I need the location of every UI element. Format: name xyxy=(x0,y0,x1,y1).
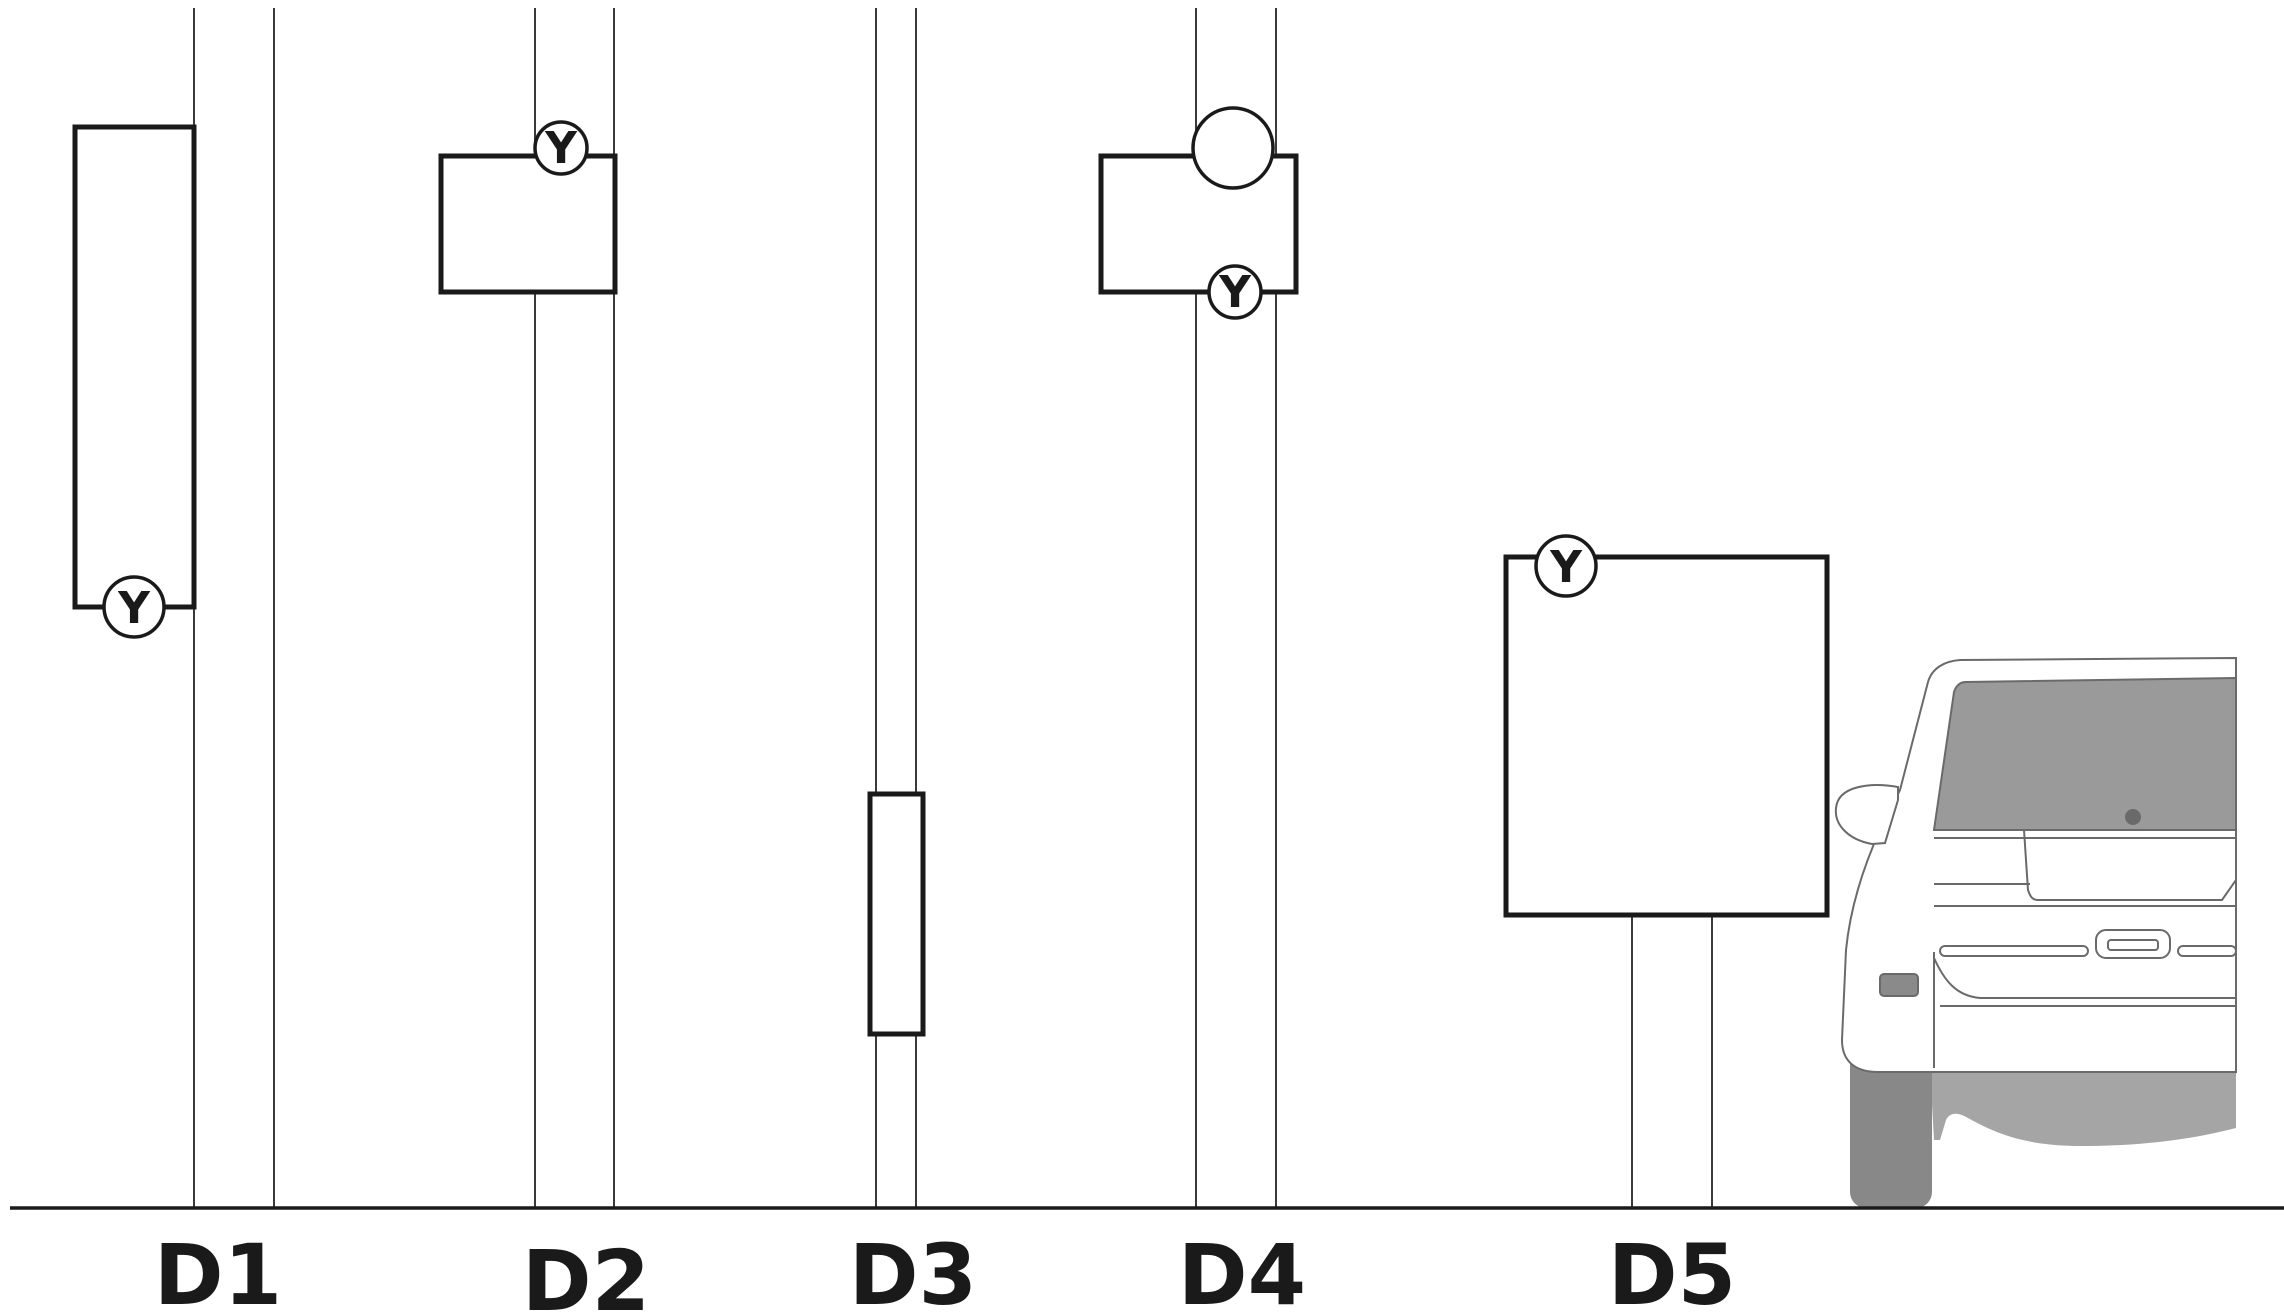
car-plate-lamp xyxy=(2107,939,2159,951)
car-wiper-pivot xyxy=(2125,809,2141,825)
car-crop-mask xyxy=(2237,640,2284,1210)
car-tyre xyxy=(1850,1040,1932,1208)
marker-circle xyxy=(1207,264,1263,320)
sign-panel xyxy=(867,791,926,1037)
position-d1: Y D1 xyxy=(72,8,282,1316)
marker-circle xyxy=(102,575,166,639)
y-marker: Y xyxy=(1207,264,1263,320)
car-rear-window xyxy=(1932,676,2237,831)
y-marker: Y xyxy=(102,575,166,639)
position-label: D5 xyxy=(1608,1226,1736,1316)
marker-letter: Y xyxy=(544,123,578,174)
position-label: D3 xyxy=(849,1226,977,1316)
sign-panel xyxy=(72,124,197,610)
marker-letter: Y xyxy=(1218,267,1252,318)
sign-panel xyxy=(1503,554,1830,918)
car-side-mirror xyxy=(1834,784,1899,846)
sign-panel xyxy=(1098,153,1299,295)
car-bumper-strip xyxy=(1939,945,2089,957)
position-label: D2 xyxy=(522,1232,650,1316)
car-underbody-shadow xyxy=(1880,1068,2236,1146)
car-rear-bumper xyxy=(1933,952,2236,1068)
marker-letter: Y xyxy=(117,583,151,634)
marker-circle xyxy=(533,120,589,176)
car-bumper-strip xyxy=(2177,945,2237,957)
position-d5: Y D5 xyxy=(1503,534,1830,1316)
marker-letter: Y xyxy=(1549,542,1583,593)
car-rear-illustration xyxy=(1834,640,2284,1210)
y-marker: Y xyxy=(533,120,589,176)
position-d4: Y D4 xyxy=(1098,8,1306,1316)
position-label: D1 xyxy=(154,1226,282,1316)
car-tailgate-panel xyxy=(2022,829,2237,901)
blank-circle-marker xyxy=(1191,106,1275,190)
position-label: D4 xyxy=(1178,1226,1306,1316)
car-tail-light xyxy=(1879,973,1919,997)
position-d2: Y D2 xyxy=(438,8,650,1316)
marker-circle xyxy=(1534,534,1598,598)
position-d3: D3 xyxy=(849,8,977,1316)
sign-panel xyxy=(438,153,618,295)
y-marker: Y xyxy=(1534,534,1598,598)
